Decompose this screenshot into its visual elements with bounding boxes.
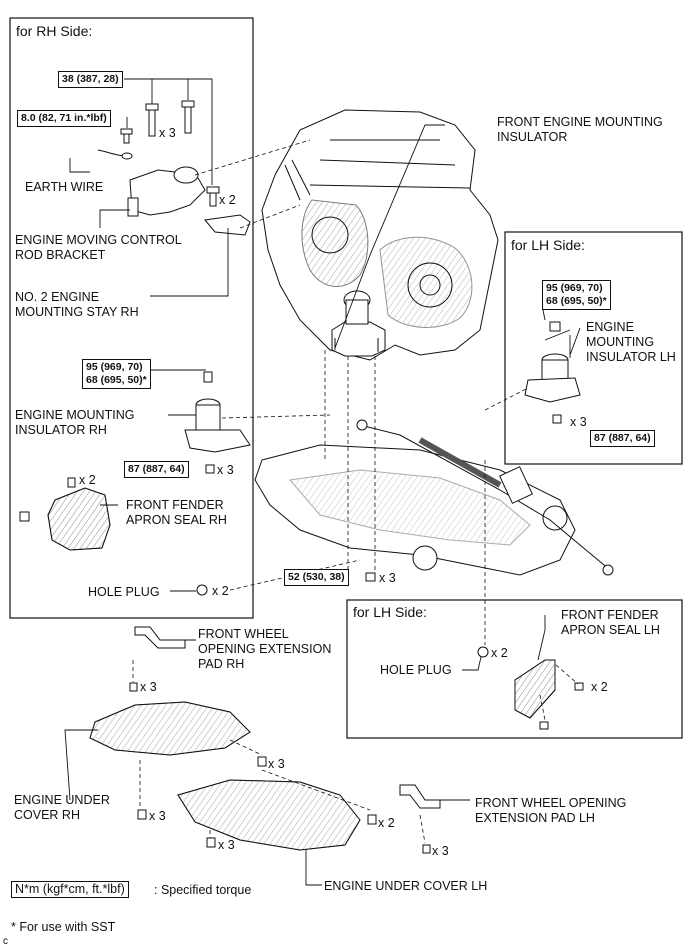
count-hole-plug-lh: x 2 <box>491 646 508 660</box>
legend-sst-note: * For use with SST <box>11 920 116 934</box>
panel-title-rh: for RH Side: <box>16 23 93 39</box>
torque-box-87-lh: 87 (887, 64) <box>590 430 655 447</box>
label-apron-rh: FRONT FENDER APRON SEAL RH <box>126 498 227 527</box>
count-cover-lh: x 2 <box>378 816 395 830</box>
legend-torque-desc: : Specified torque <box>154 883 252 897</box>
lower-parts <box>89 572 584 854</box>
panel-title-lh-top: for LH Side: <box>511 237 585 253</box>
label-front-insulator: FRONT ENGINE MOUNTING INSULATOR <box>497 115 663 144</box>
torque-box-95-rh: 95 (969, 70) 68 (695, 50)* <box>82 359 151 389</box>
count-pad-rh: x 3 <box>140 680 157 694</box>
engine-assembly <box>261 109 499 361</box>
panel-lh-bottom-frame <box>346 599 683 739</box>
torque-box-52: 52 (530, 38) <box>284 569 349 586</box>
front-mount-insulator <box>331 290 386 357</box>
label-moving-bracket: ENGINE MOVING CONTROL ROD BRACKET <box>15 233 182 262</box>
legend-torque-key: N*m (kgf*cm, ft.*lbf) <box>11 881 129 898</box>
label-hole-plug-rh: HOLE PLUG <box>88 585 160 599</box>
torque-box-95-lh: 95 (969, 70) 68 (695, 50)* <box>542 280 611 310</box>
label-earth-wire: EARTH WIRE <box>25 180 104 194</box>
torque-box-87-rh: 87 (887, 64) <box>124 461 189 478</box>
suspension-member <box>254 419 614 576</box>
panel-lh-top-frame <box>504 231 683 465</box>
panel-rh-frame <box>9 17 254 619</box>
count-nut-lh: x 3 <box>570 415 587 429</box>
label-insulator-rh: ENGINE MOUNTING INSULATOR RH <box>15 408 135 437</box>
count-cover-rh-lower: x 3 <box>149 809 166 823</box>
leader-lines <box>64 78 581 886</box>
corner-mark: c <box>3 936 8 947</box>
count-apron-rh: x 2 <box>79 473 96 487</box>
label-pad-rh: FRONT WHEEL OPENING EXTENSION PAD RH <box>198 627 332 671</box>
label-insulator-lh: ENGINE MOUNTING INSULATOR LH <box>586 320 676 364</box>
count-stay-bolt: x 2 <box>219 193 236 207</box>
torque-box-8: 8.0 (82, 71 in.*lbf) <box>17 110 111 127</box>
label-under-cover-lh: ENGINE UNDER COVER LH <box>324 879 488 893</box>
label-hole-plug-lh: HOLE PLUG <box>380 663 452 677</box>
label-stay-rh: NO. 2 ENGINE MOUNTING STAY RH <box>15 290 139 319</box>
count-hole-plug-rh: x 2 <box>212 584 229 598</box>
rh-parts <box>19 100 251 596</box>
count-cover-lh-lower: x 3 <box>218 838 235 852</box>
count-cover-rh-upper: x 3 <box>268 757 285 771</box>
count-apron-lh: x 2 <box>591 680 608 694</box>
count-bolt-rh: x 3 <box>159 126 176 140</box>
lh-top-parts <box>524 321 581 424</box>
alignment-lines <box>132 139 579 844</box>
torque-box-38: 38 (387, 28) <box>58 71 123 88</box>
label-pad-lh: FRONT WHEEL OPENING EXTENSION PAD LH <box>475 796 627 825</box>
label-apron-lh: FRONT FENDER APRON SEAL LH <box>561 608 660 637</box>
panel-title-lh-bottom: for LH Side: <box>353 604 427 620</box>
count-member-bolt: x 3 <box>379 571 396 585</box>
count-pad-lh: x 3 <box>432 844 449 858</box>
count-nut-rh: x 3 <box>217 463 234 477</box>
label-under-cover-rh: ENGINE UNDER COVER RH <box>14 793 110 822</box>
